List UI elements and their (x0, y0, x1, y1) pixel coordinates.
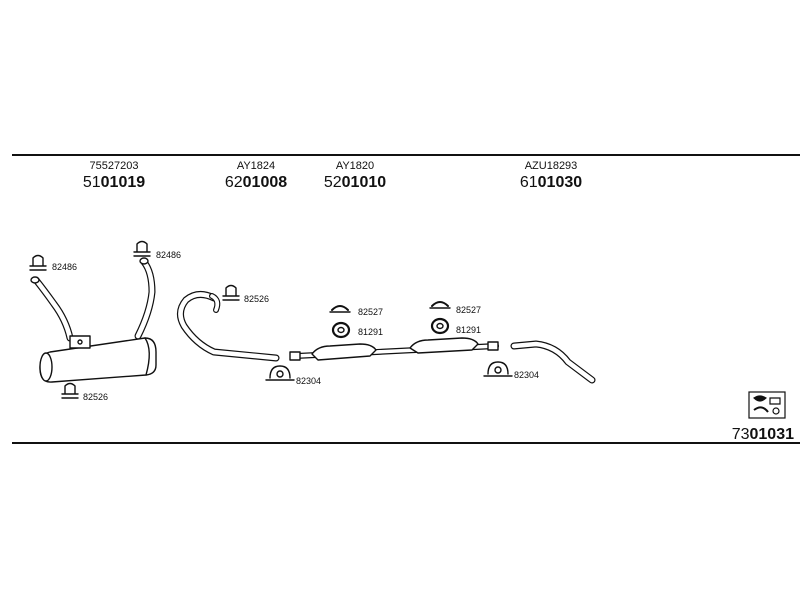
centre-pipe (289, 337, 499, 361)
part-header-2: AY1824 6201008 (201, 160, 311, 193)
silencer-bracket (69, 335, 91, 349)
ring-81291-a (331, 321, 351, 339)
part-number: 6201008 (224, 174, 288, 191)
hanger-82527-b (429, 301, 451, 309)
label-81291-b: 81291 (456, 325, 482, 335)
part-header-4: AZU18293 6101030 (496, 160, 606, 193)
label-82304-a: 82304 (296, 376, 322, 386)
label-82526-a: 82526 (83, 392, 109, 402)
clamp-82526-a (61, 382, 79, 399)
oe-number: 75527203 (89, 160, 139, 172)
label-82526-b: 82526 (244, 294, 270, 304)
label-81291-a: 81291 (358, 327, 384, 337)
label-82486-b: 82486 (156, 250, 182, 260)
kit-number: 7301031 (731, 426, 794, 443)
bottom-rule (12, 442, 800, 444)
label-82304-b: 82304 (514, 370, 540, 380)
u-clamp-82304-b (483, 361, 513, 377)
part-number: 5101019 (82, 174, 146, 191)
label-82486-a: 82486 (52, 262, 78, 272)
label-82527-a: 82527 (358, 307, 384, 317)
clamp-82526-b (222, 284, 240, 301)
hanger-82527-a (329, 305, 351, 313)
part-header-1: 75527203 5101019 (59, 160, 169, 193)
u-clamp-82304-a (265, 365, 295, 381)
part-header-3: AY1820 5201010 (300, 160, 410, 193)
part-number: 6101030 (519, 174, 583, 191)
rear-silencer (39, 337, 157, 383)
part-number: 5201010 (323, 174, 387, 191)
front-pipe (510, 340, 596, 384)
silencer-inlet-pipe (134, 257, 156, 340)
intermediate-pipe (177, 291, 280, 362)
oe-number: AY1824 (236, 160, 276, 172)
top-rule (12, 154, 800, 156)
label-82527-b: 82527 (456, 305, 482, 315)
clamp-82486-b (133, 240, 151, 257)
oe-number: AZU18293 (524, 160, 578, 172)
kit-box-icon (748, 391, 786, 419)
oe-number: AY1820 (335, 160, 375, 172)
tailpipe-left (30, 276, 74, 342)
clamp-82486-a (29, 254, 47, 271)
ring-81291-b (430, 317, 450, 335)
